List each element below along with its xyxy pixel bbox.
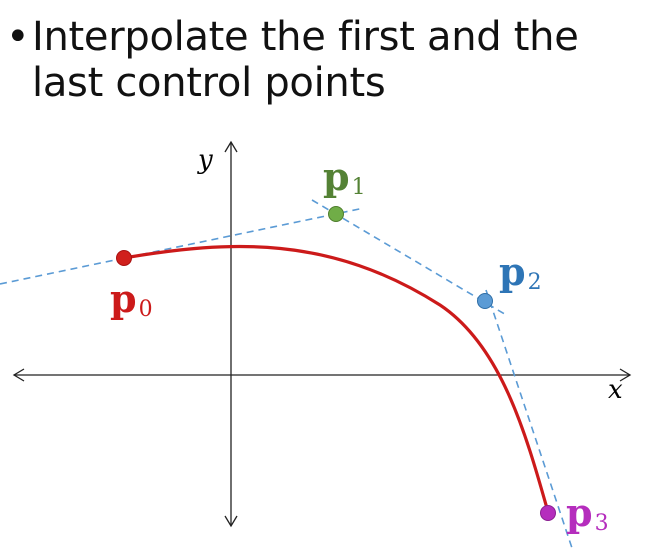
x-axis-right-arrow [619,368,632,382]
y-axis-label: y [197,145,213,175]
x-axis-left-arrow [12,368,25,382]
label-p1: p1 [323,154,366,200]
point-labels: p0 p1 p2 p3 [110,154,609,536]
bezier-curve [122,244,550,514]
label-p2-sub: 2 [528,270,542,295]
label-p0-sub: 0 [139,297,153,322]
tangent-line-p0-p1 [0,207,365,285]
tangent-line-p1-p2 [311,199,509,317]
label-p2: p2 [499,249,542,295]
label-p3-name: p [566,490,593,535]
label-p0: p0 [110,276,153,322]
control-point-p2 [477,293,493,309]
bullet-text: Interpolate the first and the last contr… [32,14,579,106]
label-p3-sub: 3 [595,511,609,536]
tangent-line-p2-p3 [485,289,573,549]
label-p1-name: p [323,154,350,199]
control-point-p0 [116,250,132,266]
label-p1-sub: 1 [352,175,366,200]
bullet-item: • Interpolate the first and the last con… [6,14,636,106]
y-axis-top-arrow [224,140,238,153]
bullet-dot: • [6,14,30,60]
label-p0-name: p [110,276,137,321]
x-axis-label: x [608,375,623,405]
y-axis-bottom-arrow [224,515,238,528]
control-points [116,206,556,521]
control-point-p3 [540,505,556,521]
control-point-p1 [328,206,344,222]
control-polygon [0,199,573,549]
label-p3: p3 [566,490,609,536]
label-p2-name: p [499,249,526,294]
axes: x y [12,140,632,528]
